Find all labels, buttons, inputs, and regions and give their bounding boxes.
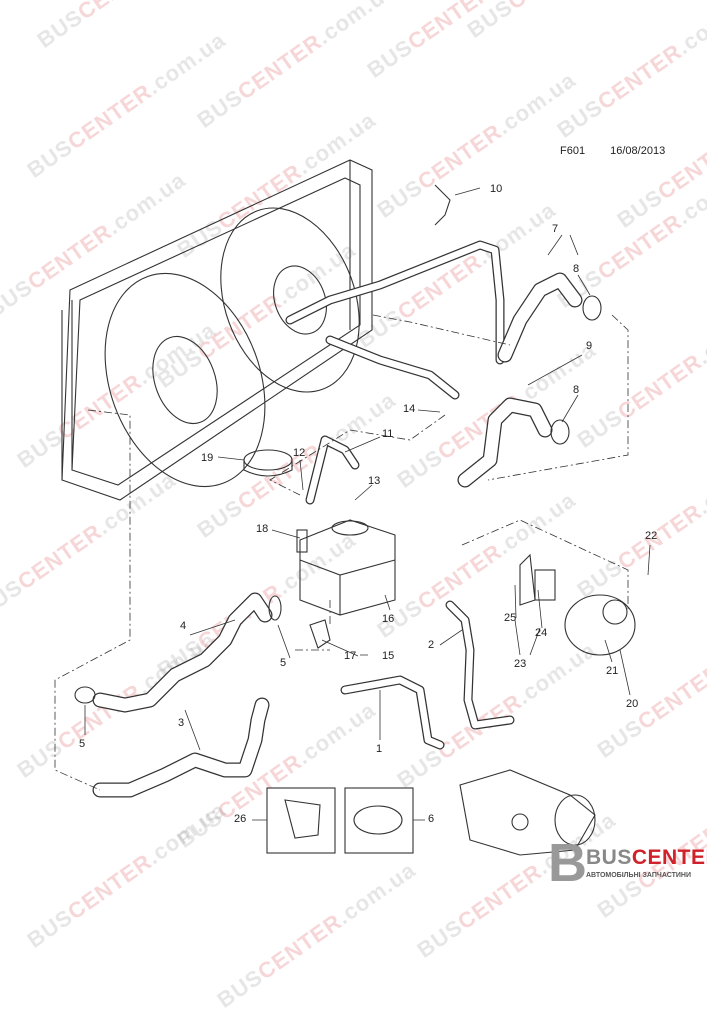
clamp-8-lower: [550, 419, 570, 445]
clamp-5-upper: [268, 595, 282, 621]
callout-15: 15: [382, 650, 394, 662]
callout-8: 8: [573, 384, 579, 396]
callout-20: 20: [626, 698, 638, 710]
callout-3: 3: [178, 717, 184, 729]
callout-13: 13: [368, 475, 380, 487]
sensor-17: [309, 619, 331, 649]
logo-text-bus: BUS: [586, 846, 632, 869]
callout-23: 23: [514, 658, 526, 670]
diagram-header: F601 16/08/2013: [560, 145, 687, 157]
logo-text-center: CENTER: [631, 846, 707, 869]
callout-16: 16: [382, 613, 394, 625]
diagram-date: 16/08/2013: [610, 145, 666, 157]
callout-9: 9: [586, 340, 592, 352]
callout-12: 12: [293, 447, 305, 459]
radiator-fan-assembly: [61, 159, 373, 501]
logo-b-mark: B: [548, 833, 587, 893]
callout-18: 18: [256, 523, 268, 535]
water-pump: [519, 553, 636, 656]
clamp-8-upper: [582, 295, 602, 321]
callout-8: 8: [573, 263, 579, 275]
callout-5: 5: [79, 738, 85, 750]
callout-26: 26: [234, 813, 246, 825]
callout-22: 22: [645, 530, 657, 542]
buscenter-logo: B BUSCENTER АВТОМОБІЛЬНІ ЗАПЧАСТИНИ: [548, 833, 707, 893]
detail-box-6: [344, 787, 414, 854]
thermostat-housing: [459, 769, 596, 856]
callout-17: 17: [344, 650, 356, 662]
callout-25: 25: [504, 612, 516, 624]
callout-24: 24: [535, 627, 547, 639]
callout-6: 6: [428, 813, 434, 825]
callout-19: 19: [201, 452, 213, 464]
callout-2: 2: [428, 639, 434, 651]
upper-pipe: [285, 184, 505, 400]
callout-4: 4: [180, 620, 186, 632]
detail-box-26: [266, 787, 336, 854]
callout-1: 1: [376, 743, 382, 755]
callout-7: 7: [552, 223, 558, 235]
callout-10: 10: [490, 183, 502, 195]
clamp-5-lower: [74, 686, 96, 704]
callout-5: 5: [280, 657, 286, 669]
diagram-code: F601: [560, 145, 586, 157]
expansion-tank: [296, 519, 396, 616]
callout-14: 14: [403, 403, 415, 415]
logo-tagline: АВТОМОБІЛЬНІ ЗАПЧАСТИНИ: [586, 872, 691, 879]
callout-11: 11: [382, 428, 393, 440]
callout-21: 21: [606, 665, 618, 677]
